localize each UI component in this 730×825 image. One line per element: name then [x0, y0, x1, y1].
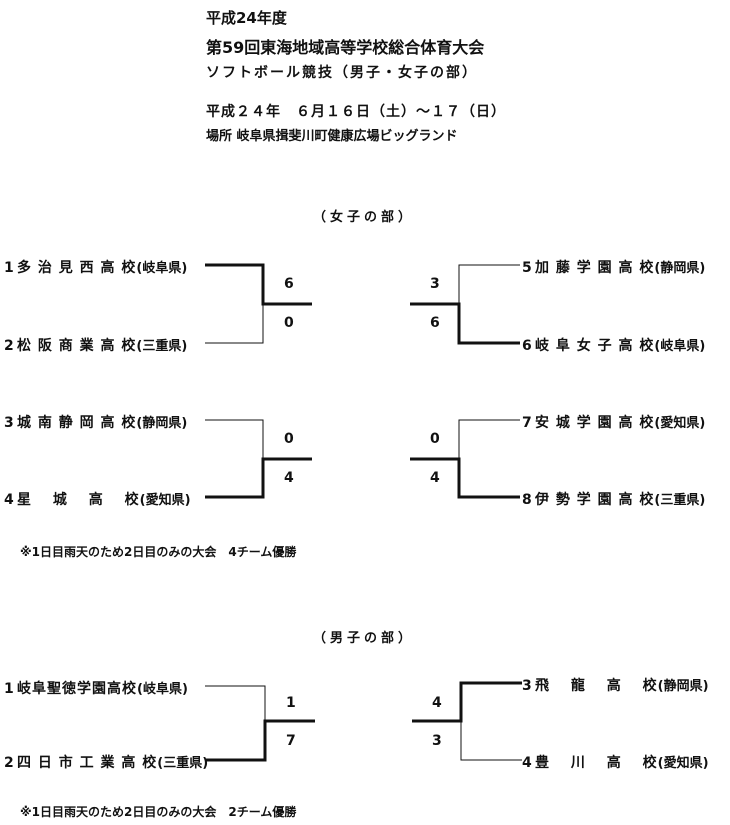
women-m2-score-top: 0 — [284, 431, 294, 447]
event-dates: 平成２４年 ６月１６日（土）～１７（日） — [206, 104, 506, 120]
event-venue: 場所 岐阜県揖斐川町健康広場ビッグランド — [206, 129, 458, 144]
women-m1-score-bottom: 0 — [284, 315, 294, 331]
women-m2-score-bottom: 4 — [284, 470, 294, 486]
women-m4-score-top: 0 — [430, 431, 440, 447]
women-section-title: （女子の部） — [313, 210, 416, 225]
women-m4-score-bottom: 4 — [430, 470, 440, 486]
women-m3-score-bottom: 6 — [430, 315, 440, 331]
men-m2-score-bottom: 3 — [432, 733, 442, 749]
women-m1-score-top: 6 — [284, 276, 294, 292]
men-m2-score-top: 4 — [432, 695, 442, 711]
men-note: ※1日目雨天のため2日目のみの大会 2チーム優勝 — [20, 805, 297, 819]
men-m1-score-bottom: 7 — [286, 733, 296, 749]
men-m1-score-top: 1 — [286, 695, 296, 711]
men-section-title: （男子の部） — [313, 631, 416, 646]
event-subtitle: ソフトボール競技（男子・女子の部） — [206, 65, 478, 81]
women-m3-score-top: 3 — [430, 276, 440, 292]
header-year: 平成24年度 — [206, 9, 287, 27]
tournament-title: 第59回東海地域高等学校総合体育大会 — [206, 38, 485, 57]
women-note: ※1日目雨天のため2日目のみの大会 4チーム優勝 — [20, 545, 297, 559]
